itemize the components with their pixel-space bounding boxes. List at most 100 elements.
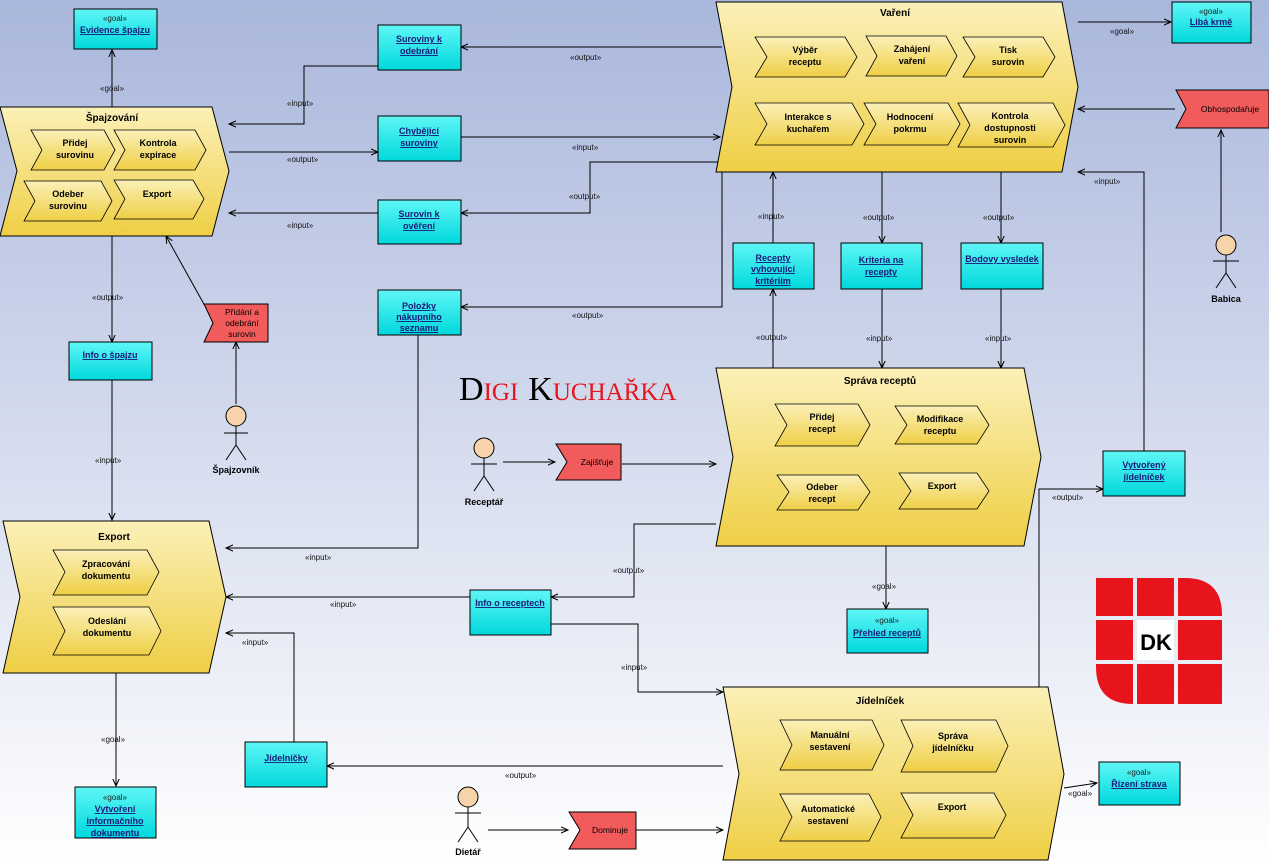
process-jidelnicek[interactable]: Jídelníček Manuální sestavení Správa jíd…: [722, 686, 1065, 861]
svg-text:Kontrola: Kontrola: [992, 111, 1030, 121]
subprocess-vyber-receptu[interactable]: Výběr receptu: [754, 36, 858, 78]
subprocess-automaticke-sestaveni[interactable]: Automatické sestavení: [779, 793, 882, 842]
svg-text:Vytvoření: Vytvoření: [95, 804, 136, 814]
event-zajistuje[interactable]: Zajišťuje: [555, 443, 622, 481]
svg-text:Odeber: Odeber: [52, 189, 84, 199]
process-sprava-receptu[interactable]: Správa receptů Přidej recept Modifikace …: [715, 367, 1042, 547]
event-dominuje[interactable]: Dominuje: [568, 811, 637, 850]
event-obhospodaruje[interactable]: Obhospodařuje: [1175, 89, 1269, 129]
subprocess-odeber-surovinu[interactable]: Odeber surovinu: [23, 180, 113, 222]
svg-text:jídelníček: jídelníček: [1122, 472, 1165, 482]
object-info-o-receptech[interactable]: Info o receptech: [469, 589, 552, 636]
svg-text:vyhovující: vyhovující: [751, 264, 796, 274]
actor-receptar[interactable]: Receptář: [465, 437, 504, 507]
object-vytvoreny-jidelnicek[interactable]: Vytvořený jídelníček: [1102, 450, 1186, 497]
svg-text:«goal»: «goal»: [103, 793, 128, 802]
subprocess-manualni-sestaveni[interactable]: Manuální sestavení: [779, 719, 885, 771]
edge-label-input: «input»: [621, 663, 648, 672]
svg-text:Manuální: Manuální: [810, 730, 850, 740]
edge-label-output: «output»: [92, 293, 124, 302]
svg-text:«goal»: «goal»: [103, 14, 128, 23]
event-pridani-a-odebrani[interactable]: Přidání a odebrání surovin: [203, 303, 269, 343]
svg-text:sestavení: sestavení: [809, 742, 851, 752]
object-suroviny-k-odebrani[interactable]: Suroviny k odebrání: [377, 24, 462, 71]
person-icon: [224, 405, 248, 461]
subprocess-modifikace-receptu[interactable]: Modifikace receptu: [894, 405, 990, 445]
subprocess-tisk-surovin[interactable]: Tisk surovin: [962, 36, 1056, 78]
edge-label-goal: «goal»: [872, 582, 897, 591]
goal-vytvoreni-dokumentu[interactable]: «goal» Vytvoření informačního dokumentu: [74, 786, 157, 839]
svg-text:surovin: surovin: [228, 329, 256, 339]
process-title: Jídelníček: [856, 696, 905, 707]
edge-output-polozky: [461, 172, 723, 307]
svg-text:Receptář: Receptář: [465, 497, 504, 507]
object-kriteria-na-recepty[interactable]: Kriteria na recepty: [840, 242, 923, 290]
actor-dietar[interactable]: Dietář: [455, 786, 481, 857]
edge-label-output: «output»: [613, 566, 645, 575]
object-chybejici-suroviny[interactable]: Chybějící suroviny: [377, 115, 462, 162]
svg-text:Suroviny k: Suroviny k: [396, 34, 443, 44]
object-surovin-k-overeni[interactable]: Surovin k ověření: [377, 199, 462, 245]
svg-text:nákupního: nákupního: [396, 312, 442, 322]
svg-text:Dietář: Dietář: [455, 847, 481, 857]
process-spajzovani[interactable]: Špajzování Přidej surovinu Kontrola expi…: [0, 106, 230, 237]
svg-text:surovinu: surovinu: [49, 201, 87, 211]
subprocess-kontrola-expirace[interactable]: Kontrola expirace: [113, 129, 207, 171]
actor-spajzovnik[interactable]: Špajzovník: [212, 405, 260, 475]
subprocess-zpracovani-dokumentu[interactable]: Zpracování dokumentu: [52, 549, 160, 596]
subprocess-hodnoceni-pokrmu[interactable]: Hodnocení pokrmu: [863, 102, 961, 146]
subprocess-kontrola-dostupnosti[interactable]: Kontrola dostupnosti surovin: [957, 102, 1066, 148]
actor-babica[interactable]: Babica: [1211, 234, 1242, 304]
edge-label-output: «output»: [505, 771, 537, 780]
process-vareni[interactable]: Vaření Výběr receptu Zahájení vaření Tis…: [715, 1, 1079, 173]
subprocess-pridej-recept[interactable]: Přidej recept: [774, 403, 871, 447]
subprocess-pridej-surovinu[interactable]: Přidej surovinu: [30, 129, 116, 171]
process-title: Správa receptů: [844, 375, 916, 387]
svg-text:pokrmu: pokrmu: [893, 124, 926, 134]
object-jidelnicky[interactable]: Jídelníčky: [244, 741, 328, 788]
edge-label-input: «input»: [330, 600, 357, 609]
svg-text:surovin: surovin: [992, 57, 1025, 67]
object-bodovy-vysledek[interactable]: Bodovy vysledek: [960, 242, 1044, 290]
object-info-o-spajzu[interactable]: Info o špajzu: [68, 341, 153, 381]
process-title: Vaření: [880, 8, 911, 19]
edge-goal-rizeni: [1063, 783, 1097, 789]
subprocess-export[interactable]: Export: [113, 179, 205, 220]
goal-evidence-spajzu[interactable]: «goal» Evidence špajzu: [73, 8, 158, 50]
edge-label-input: «input»: [1094, 177, 1121, 186]
svg-text:Modifikace: Modifikace: [917, 414, 964, 424]
subprocess-sprava-jidelnicku[interactable]: Správa jídelníčku: [900, 719, 1009, 773]
edge-label-input: «input»: [305, 553, 332, 562]
goal-liba-krme[interactable]: «goal» Libá krmě: [1171, 1, 1252, 44]
svg-text:sestavení: sestavení: [807, 816, 849, 826]
object-recepty-vyhovujici[interactable]: Recepty vyhovující kritériím: [732, 242, 815, 290]
svg-text:Evidence špajzu: Evidence špajzu: [80, 25, 150, 35]
subprocess-zahajeni-vareni[interactable]: Zahájení vaření: [865, 35, 958, 77]
subprocess-export[interactable]: Export: [898, 472, 990, 510]
edge-label-goal: «goal»: [101, 735, 126, 744]
edge-label-goal: «goal»: [100, 84, 125, 93]
svg-text:Recepty: Recepty: [755, 253, 790, 263]
svg-text:Výběr: Výběr: [792, 45, 818, 55]
subprocess-odeslani-dokumentu[interactable]: Odeslání dokumentu: [52, 606, 162, 656]
svg-text:vaření: vaření: [899, 56, 926, 66]
object-polozky-nakupniho-seznamu[interactable]: Položky nákupního seznamu: [377, 289, 462, 336]
svg-text:Dominuje: Dominuje: [592, 825, 628, 835]
goal-prehled-receptu[interactable]: «goal» Přehled receptů: [846, 608, 929, 654]
subprocess-export[interactable]: Export: [900, 792, 1007, 839]
process-export[interactable]: Export Zpracování dokumentu Odeslání dok…: [2, 520, 227, 674]
edge-output-overeni: [461, 161, 722, 213]
subprocess-interakce-s-kucharem[interactable]: Interakce s kuchařem: [754, 102, 865, 146]
edge-label-output: «output»: [570, 53, 602, 62]
svg-text:Obhospodařuje: Obhospodařuje: [1201, 104, 1259, 114]
svg-text:receptu: receptu: [789, 57, 822, 67]
svg-text:Automatické: Automatické: [801, 804, 855, 814]
edge-label-output: «output»: [983, 213, 1015, 222]
goal-rizeni-strava[interactable]: «goal» Řízení strava: [1098, 761, 1181, 806]
subprocess-odeber-recept[interactable]: Odeber recept: [776, 474, 871, 511]
svg-text:Hodnocení: Hodnocení: [887, 112, 934, 122]
edge-output-vytvoreny: [1038, 489, 1103, 687]
svg-text:Položky: Položky: [402, 301, 436, 311]
svg-text:seznamu: seznamu: [400, 323, 439, 333]
